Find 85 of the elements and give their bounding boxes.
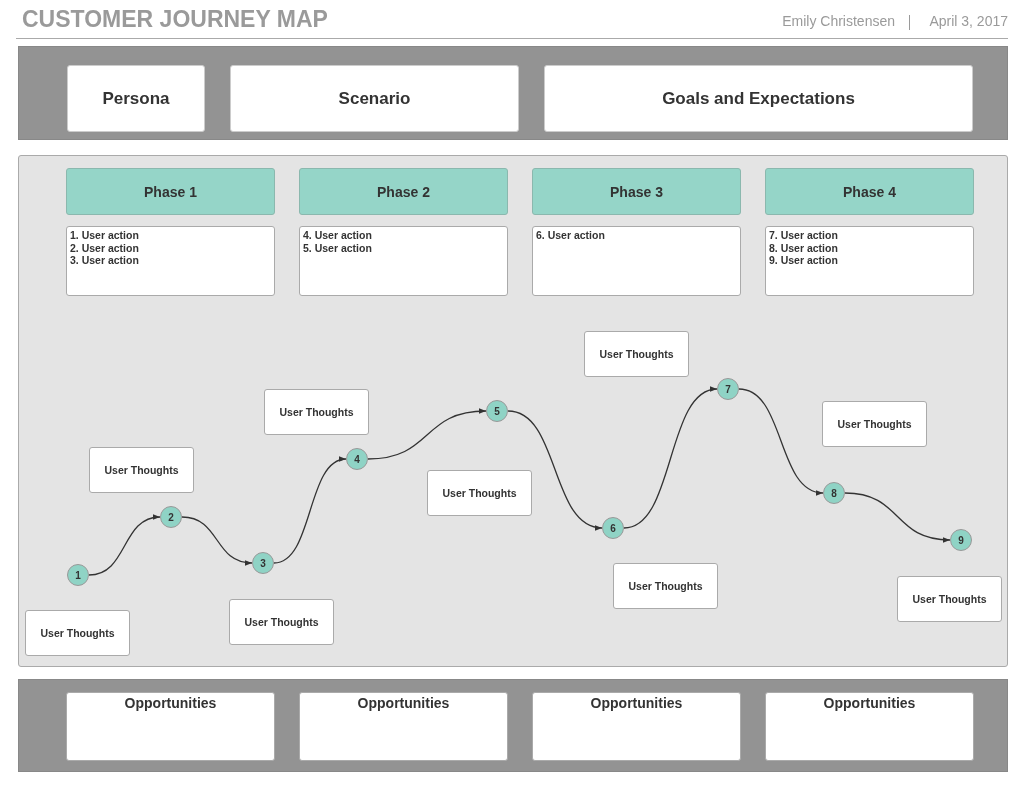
step-circle [160, 506, 182, 528]
header-card [230, 65, 519, 132]
journey-arrow [844, 492, 951, 543]
page-title: CUSTOMER JOURNEY MAP [22, 6, 328, 33]
thought-box [897, 576, 1002, 622]
step-number: 1 [75, 569, 81, 581]
opportunity-box [66, 692, 275, 761]
journey-arrow [507, 410, 603, 530]
step-number: 9 [958, 534, 964, 546]
step-circle [823, 482, 845, 504]
step-number: 4 [354, 453, 360, 465]
node-text: Opportunities [357, 695, 450, 711]
node-text: 2. User action [70, 241, 140, 254]
step-circle [950, 529, 972, 551]
node-text: User Thoughts [244, 616, 319, 628]
phase-header [66, 168, 275, 215]
node-text: User Thoughts [628, 580, 703, 592]
action-list-box [532, 226, 741, 296]
step-number: 3 [260, 557, 266, 569]
phase-header [299, 168, 508, 215]
phase-header [765, 168, 974, 215]
node-text: 7. User action [769, 229, 839, 242]
node-text: Phase 3 [610, 183, 663, 200]
node-text: Opportunities [124, 695, 217, 711]
node-text: 8. User action [769, 241, 839, 254]
thought-box [89, 447, 194, 493]
journey-arrow [181, 516, 253, 566]
step-number: 6 [610, 522, 616, 534]
journey-arrow [738, 388, 824, 495]
journey-arrow [273, 457, 347, 564]
node-text: Goals and Expectations [662, 88, 855, 109]
date-text: April 3, 2017 [929, 13, 1008, 29]
node-text: User Thoughts [40, 627, 115, 639]
thought-box [584, 331, 689, 377]
node-text: 5. User action [303, 241, 373, 254]
journey-arrow [623, 387, 718, 529]
panel-background [18, 679, 1008, 772]
phase-header [532, 168, 741, 215]
action-list-box [66, 226, 275, 296]
opportunity-box [299, 692, 508, 761]
step-circle [486, 400, 508, 422]
step-circle [346, 448, 368, 470]
node-text: User Thoughts [104, 464, 179, 476]
node-text: Phase 4 [843, 183, 896, 200]
node-text: 6. User action [536, 229, 606, 242]
opportunity-box [765, 692, 974, 761]
step-circle [252, 552, 274, 574]
step-circle [717, 378, 739, 400]
node-text: 3. User action [70, 254, 140, 267]
panel-background [18, 155, 1008, 667]
node-text: User Thoughts [442, 487, 517, 499]
node-text: 1. User action [70, 229, 140, 242]
node-text: User Thoughts [279, 406, 354, 418]
thought-box [25, 610, 130, 656]
node-text: User Thoughts [912, 593, 987, 605]
node-text: Scenario [338, 88, 411, 109]
node-text: Persona [102, 88, 170, 109]
action-list-box [765, 226, 974, 296]
journey-arrow [88, 515, 161, 576]
step-number: 5 [494, 405, 500, 417]
step-number: 2 [168, 511, 174, 523]
action-list-box [299, 226, 508, 296]
step-circle [67, 564, 89, 586]
panel-background [18, 46, 1008, 140]
node-text: Opportunities [823, 695, 916, 711]
node-text: 9. User action [769, 254, 839, 267]
thought-box [613, 563, 718, 609]
step-circle [602, 517, 624, 539]
journey-arrow [367, 408, 487, 460]
node-text: Opportunities [590, 695, 683, 711]
node-text: Phase 1 [144, 183, 197, 200]
node-text: User Thoughts [837, 418, 912, 430]
author-name: Emily Christensen [782, 13, 895, 29]
header-card [544, 65, 973, 132]
thought-box [229, 599, 334, 645]
node-text: Phase 2 [377, 183, 430, 200]
thought-box [427, 470, 532, 516]
header-card [67, 65, 205, 132]
step-number: 7 [725, 383, 731, 395]
node-text: User Thoughts [599, 348, 674, 360]
thought-box [264, 389, 369, 435]
thought-box [822, 401, 927, 447]
node-text: 4. User action [303, 229, 373, 242]
step-number: 8 [831, 487, 837, 499]
opportunity-box [532, 692, 741, 761]
